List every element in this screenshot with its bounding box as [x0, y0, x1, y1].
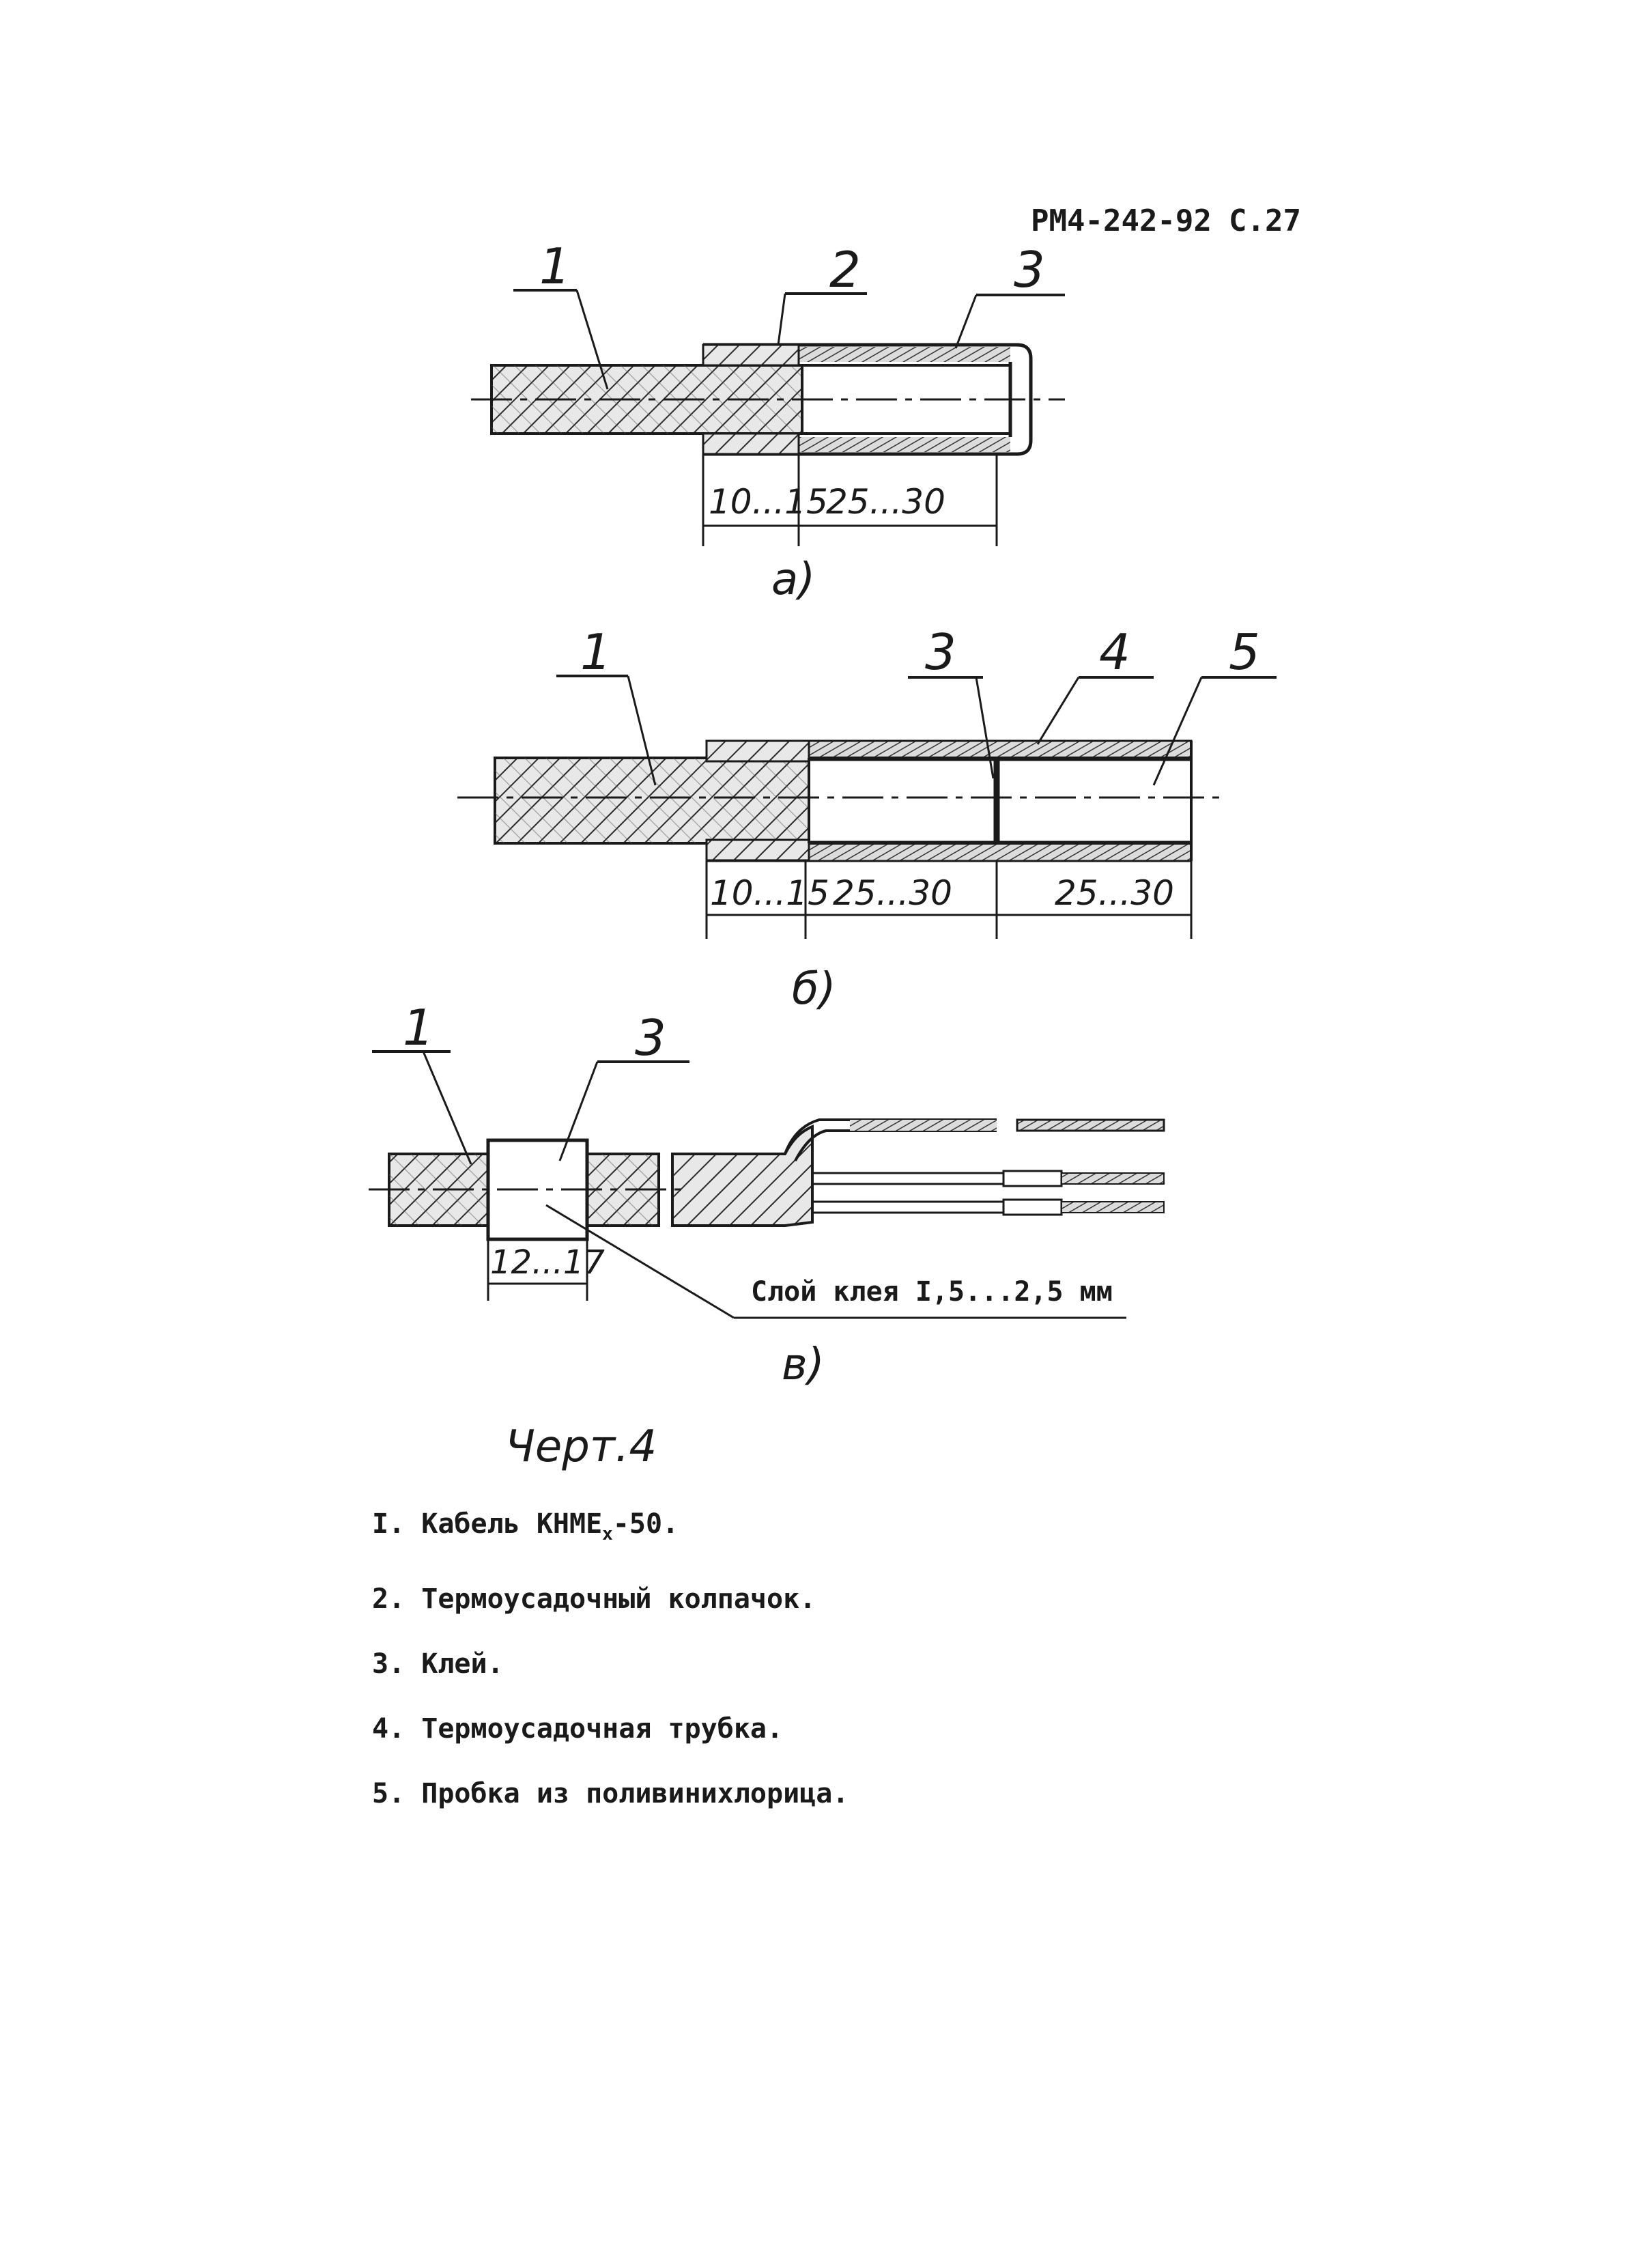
legend: I. Кабель КНМЕх-50. 2. Термоусадочный ко… — [372, 1492, 849, 1826]
caption-a: а) — [771, 554, 815, 605]
dim-b-3: 25...30 — [1055, 873, 1174, 913]
callout-b-5: 5 — [1229, 623, 1260, 681]
figure-b: 1 3 4 5 10...15 25...30 25...30 б) — [457, 623, 1277, 1015]
legend-item-1: I. Кабель КНМЕх-50. — [372, 1508, 679, 1544]
page-number: С.27 — [1229, 203, 1301, 238]
dim-a-1: 10...15 — [709, 482, 828, 522]
caption-b: б) — [792, 964, 836, 1015]
figure-c: 1 3 12...17 Слой клея I,5...2,5 мм в) — [369, 999, 1165, 1390]
callout-c-1: 1 — [403, 999, 434, 1056]
legend-item-5: 5. Пробка из поливинихлорица. — [372, 1778, 849, 1809]
callout-c-3: 3 — [635, 1009, 666, 1067]
callout-b-4: 4 — [1099, 623, 1130, 681]
caption-c: в) — [782, 1340, 825, 1390]
heat-shrink-cap — [703, 343, 1033, 456]
dim-b-1: 10...15 — [710, 873, 829, 913]
legend-item-2: 2. Термоусадочный колпачок. — [372, 1583, 816, 1615]
callout-b-1: 1 — [580, 623, 612, 681]
dim-c-1: 12...17 — [490, 1243, 605, 1282]
dim-b-2: 25...30 — [833, 873, 952, 913]
figure-a: 1 2 3 10...15 25...30 а) — [471, 238, 1065, 605]
conductors — [784, 1118, 1165, 1216]
callout-b-3: 3 — [925, 623, 956, 681]
callout-3: 3 — [1014, 241, 1045, 298]
callout-2: 2 — [829, 241, 861, 298]
doc-code: РМ4-242-92 — [1031, 203, 1212, 238]
drawing-title: Черт.4 — [505, 1422, 657, 1472]
legend-item-3: 3. Клей. — [372, 1648, 504, 1680]
glue-layer-note: Слой клея I,5...2,5 мм — [751, 1276, 1113, 1308]
dim-a-2: 25...30 — [826, 482, 945, 522]
callout-1: 1 — [539, 238, 571, 295]
legend-item-4: 4. Термоусадочная трубка. — [372, 1713, 784, 1745]
